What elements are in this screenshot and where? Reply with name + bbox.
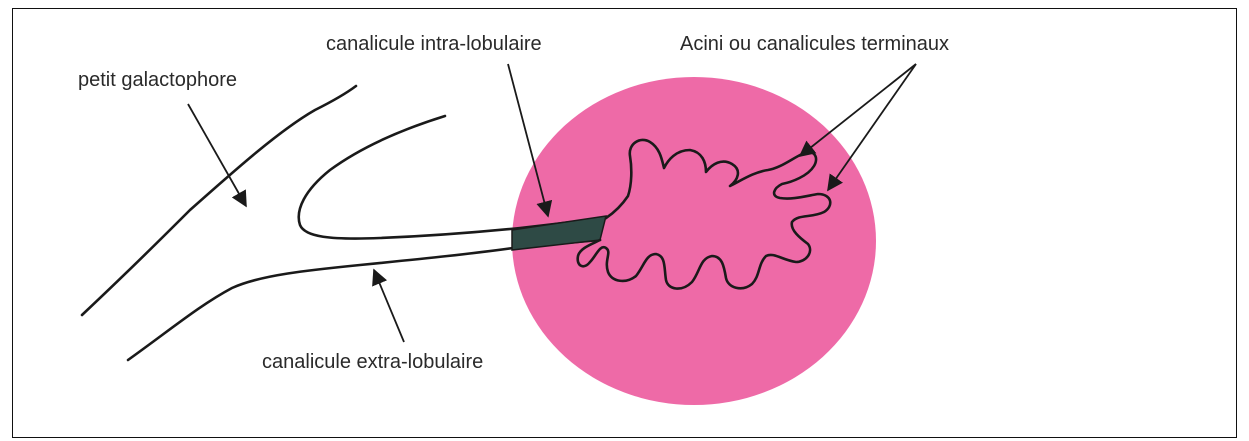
arrow-canalicule-extra <box>374 270 404 342</box>
label-canalicule-extra-lobulaire: canalicule extra-lobulaire <box>262 351 483 373</box>
label-petit-galactophore: petit galactophore <box>78 69 237 91</box>
galactophore-outer-wall <box>82 86 356 315</box>
arrow-petit-galactophore <box>188 104 246 206</box>
label-acini: Acini ou canalicules terminaux <box>680 33 949 55</box>
label-canalicule-intra-lobulaire: canalicule intra-lobulaire <box>326 33 542 55</box>
arrow-acini-2 <box>828 64 916 190</box>
arrow-acini-1 <box>800 64 916 156</box>
